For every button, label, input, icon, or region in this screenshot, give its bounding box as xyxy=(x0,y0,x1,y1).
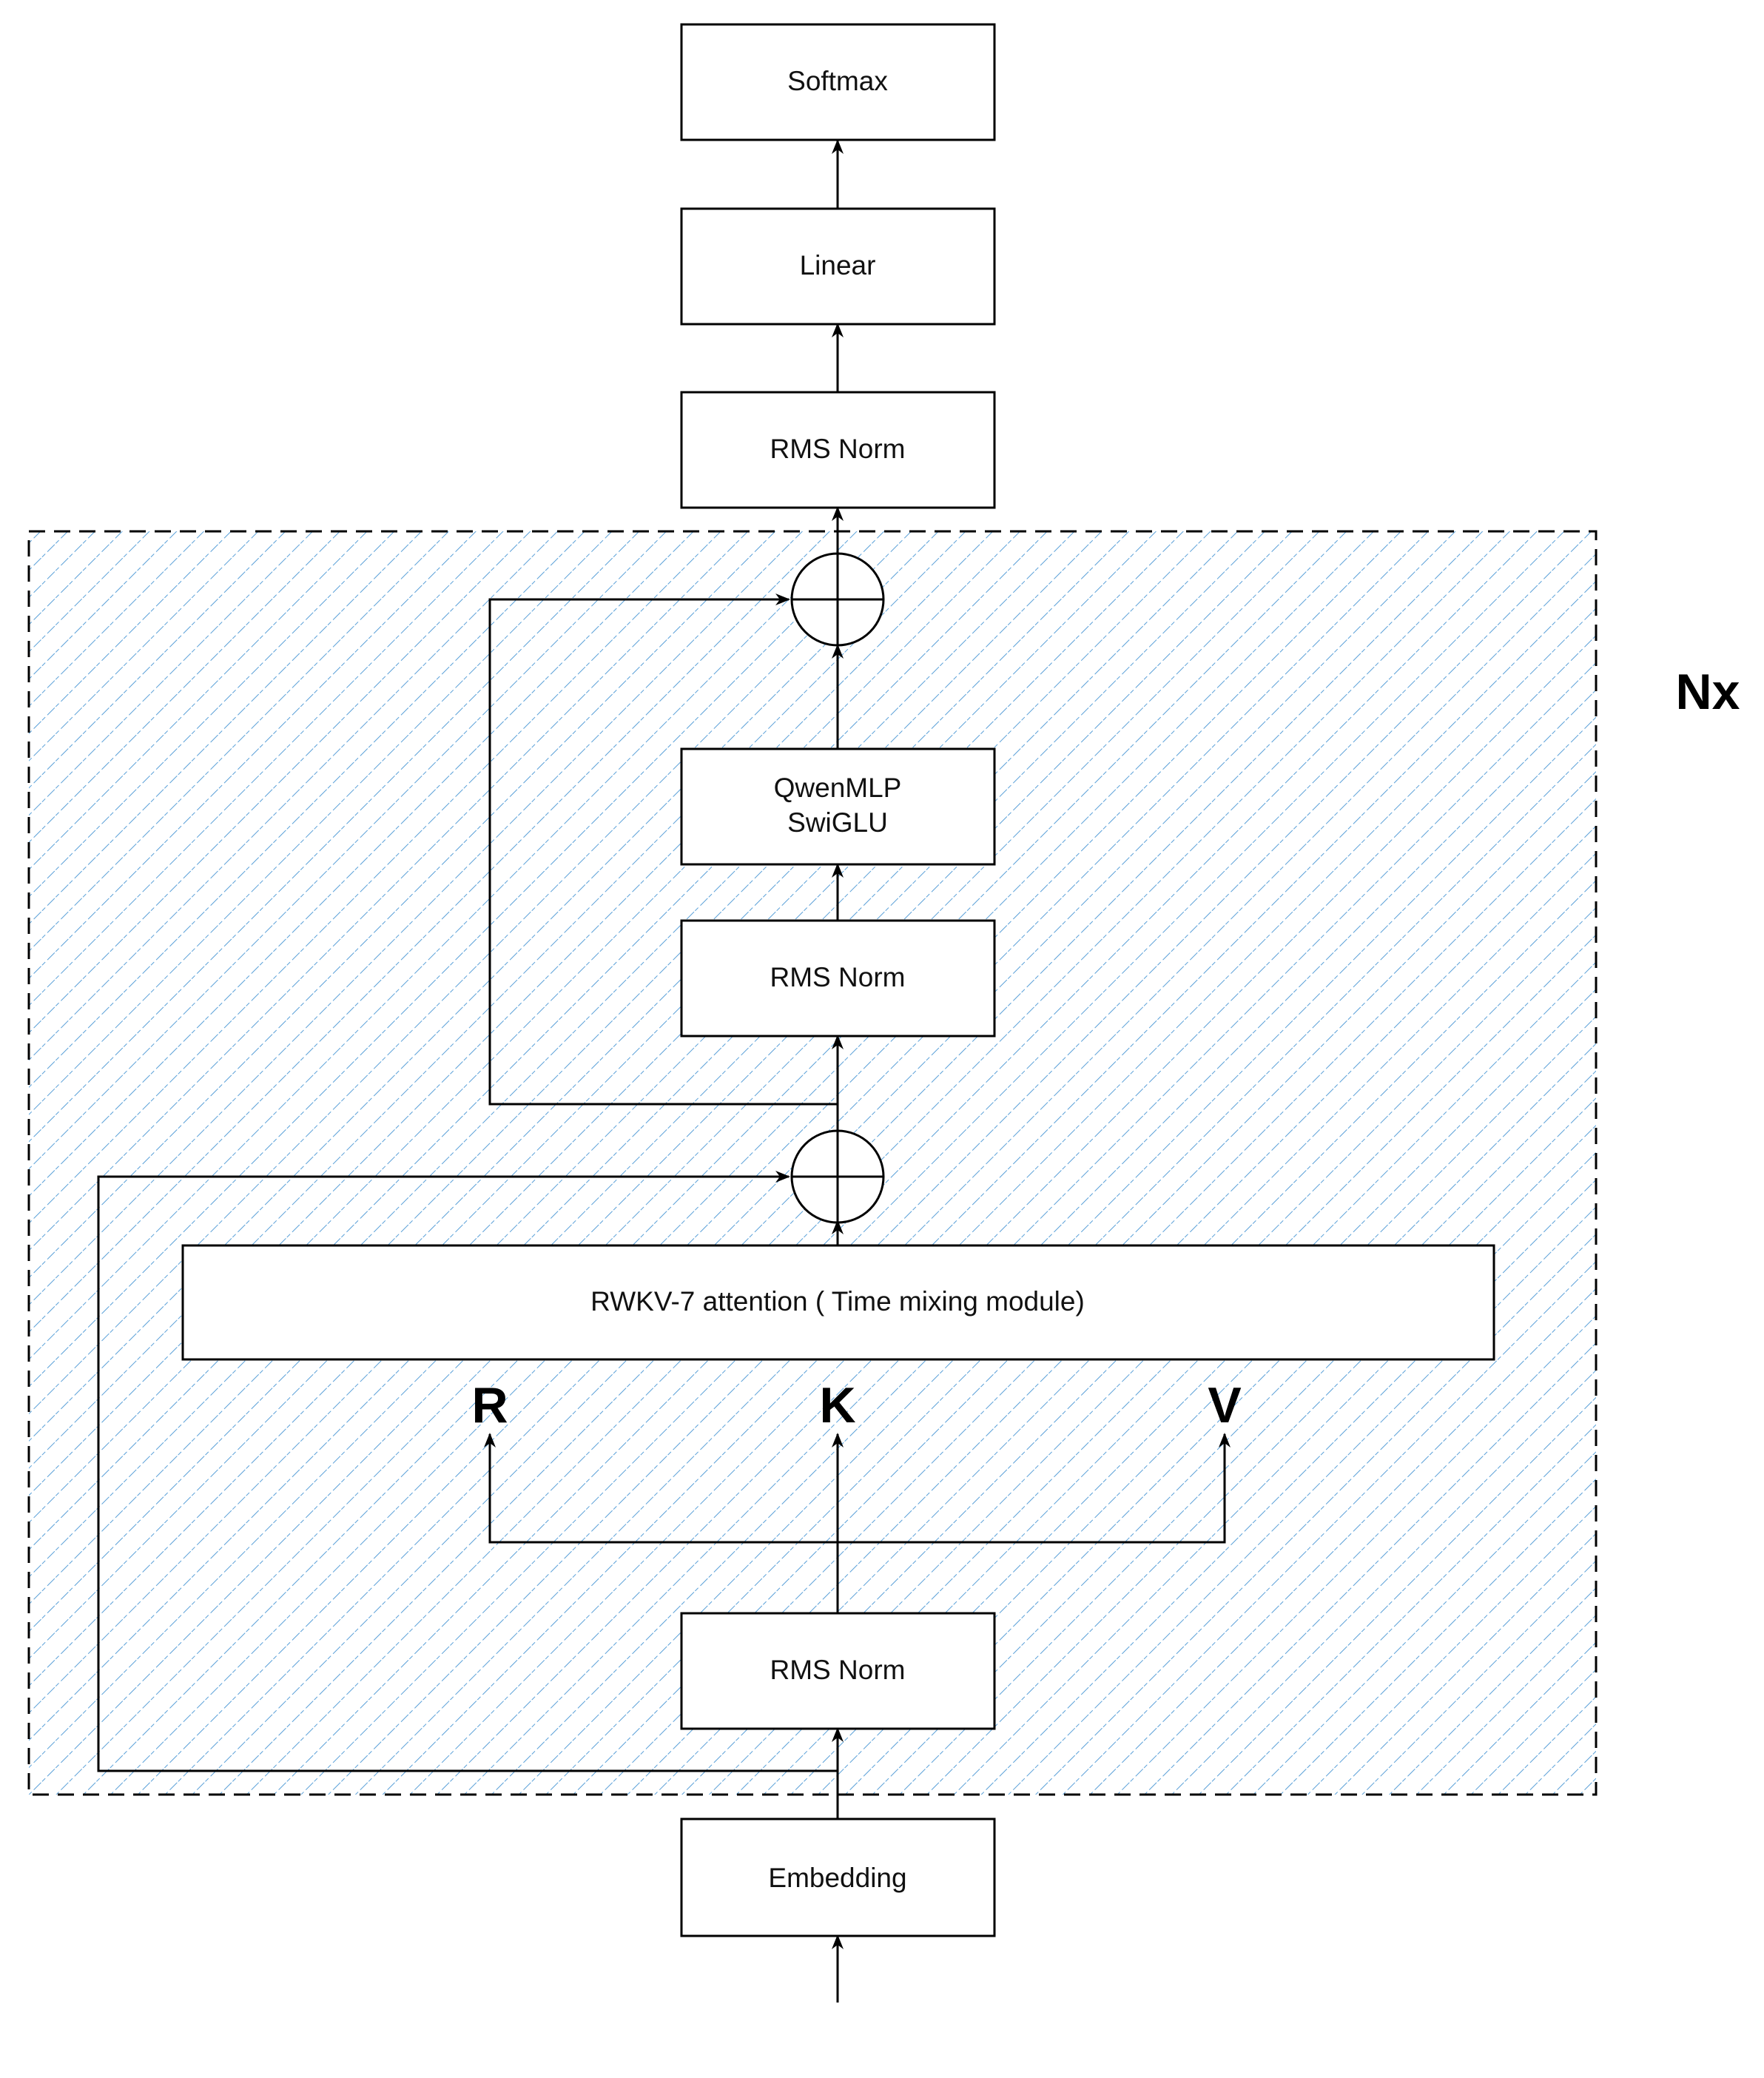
add-node-1 xyxy=(790,1129,885,1224)
rms-norm-final-box xyxy=(680,391,996,509)
embedding-box xyxy=(680,1818,996,1937)
residual-connection-2 xyxy=(488,594,838,1106)
rwkv-attention-box xyxy=(181,1244,1495,1361)
rms-norm-block-label: RMS Norm xyxy=(770,1655,906,1685)
rms-norm-final-label: RMS Norm xyxy=(770,434,906,464)
embedding-label: Embedding xyxy=(768,1863,906,1893)
k-input-label: K xyxy=(819,1377,855,1433)
residual-connection-1 xyxy=(97,1171,838,1772)
qwenmlp-label-line2: SwiGLU xyxy=(787,807,888,838)
arrow-branch-to-r xyxy=(484,1433,838,1544)
repeat-count-label: Nx xyxy=(1676,664,1740,720)
arrow-branch-to-v xyxy=(838,1433,1231,1544)
rms-norm-mid-box xyxy=(680,919,996,1038)
add-node-2 xyxy=(790,552,885,647)
softmax-box xyxy=(680,23,996,141)
linear-box xyxy=(680,207,996,326)
rms-norm-mid-label: RMS Norm xyxy=(770,962,906,992)
linear-label: Linear xyxy=(800,250,876,280)
rms-norm-block-box xyxy=(680,1612,996,1730)
softmax-label: Softmax xyxy=(787,66,888,96)
qwenmlp-label-line1: QwenMLP xyxy=(774,773,902,803)
r-input-label: R xyxy=(471,1377,508,1433)
rwkv-attention-label: RWKV-7 attention ( Time mixing module) xyxy=(590,1286,1085,1317)
v-input-label: V xyxy=(1208,1377,1241,1433)
qwenmlp-box xyxy=(680,747,996,866)
